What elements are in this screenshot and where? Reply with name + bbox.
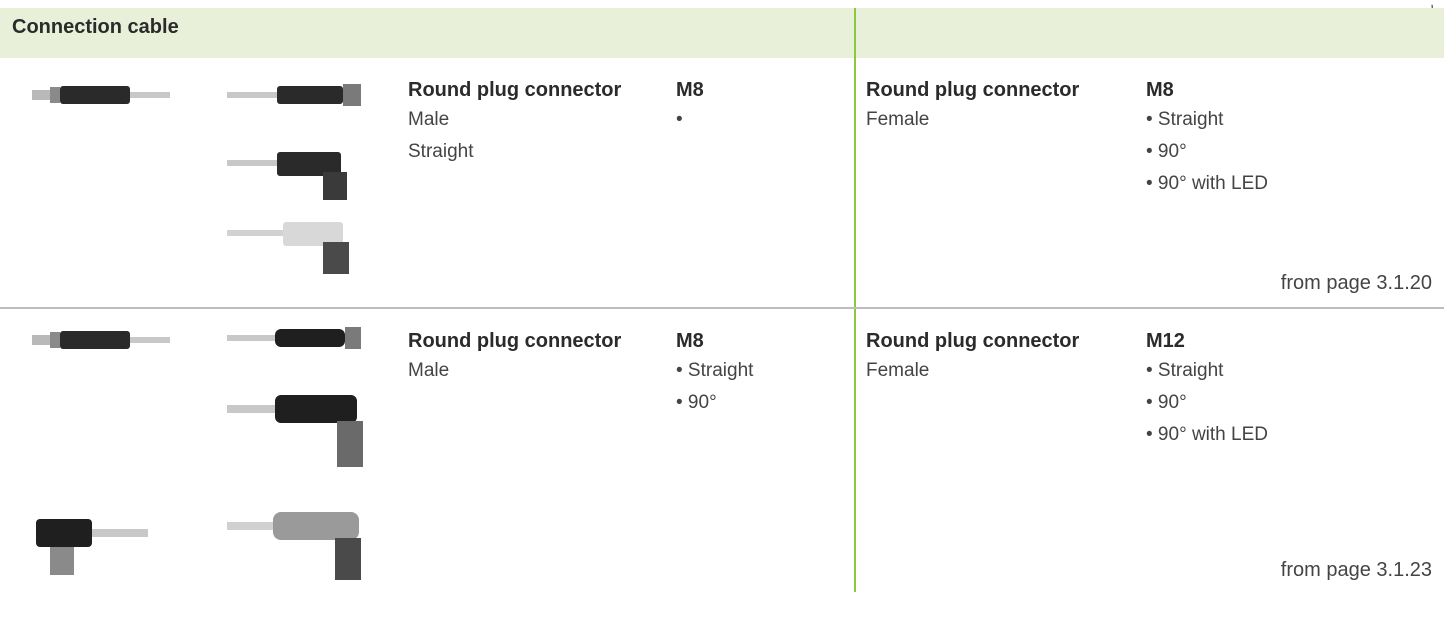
right-option: • 90° xyxy=(1146,141,1187,162)
cable-image-female-straight xyxy=(227,321,363,355)
left-size: M8 • xyxy=(676,76,704,136)
cable-image-female-90-led xyxy=(227,218,363,278)
left-heading: Round plug connector xyxy=(408,79,622,101)
section-title: Connection cable xyxy=(12,16,179,38)
right-size: M8 • Straight • 90° • 90° with LED xyxy=(1146,76,1268,200)
cable-image-female-straight xyxy=(227,80,363,110)
left-size-label: M8 xyxy=(676,330,704,352)
page-reference: from page 3.1.20 xyxy=(1280,272,1432,294)
right-option: • 90° xyxy=(1146,392,1187,413)
left-line: Male xyxy=(408,109,450,130)
section-header xyxy=(0,8,1444,58)
page-reference: from page 3.1.23 xyxy=(1280,559,1432,581)
right-option: • Straight xyxy=(1146,360,1224,381)
row-separator xyxy=(0,307,1444,309)
left-description: Round plug connector Male xyxy=(408,327,621,387)
left-size: M8 • Straight • 90° xyxy=(676,327,753,419)
cable-image-female-90-led xyxy=(227,504,363,586)
left-option: • Straight xyxy=(676,360,754,381)
left-description: Round plug connector Male Straight xyxy=(408,76,621,168)
left-option: • 90° xyxy=(676,392,717,413)
cable-image-female-90 xyxy=(227,387,363,473)
corner-mark: ر xyxy=(1426,0,1434,13)
right-description: Round plug connector Female xyxy=(866,76,1079,136)
left-size-label: M8 xyxy=(676,79,704,101)
right-line: Female xyxy=(866,109,930,130)
cable-image-female-90 xyxy=(227,148,363,204)
cable-image-male-straight xyxy=(32,326,170,354)
right-option: • 90° with LED xyxy=(1146,424,1268,445)
right-size-label: M8 xyxy=(1146,79,1174,101)
right-heading: Round plug connector xyxy=(866,79,1080,101)
product-row-2: Round plug connector Male M8 • Straight … xyxy=(0,309,1444,592)
right-description: Round plug connector Female xyxy=(866,327,1079,387)
left-option: • xyxy=(676,109,683,130)
left-line: Straight xyxy=(408,141,474,162)
right-option: • Straight xyxy=(1146,109,1224,130)
right-size-label: M12 xyxy=(1146,330,1185,352)
cable-image-male-straight xyxy=(32,81,170,109)
product-row-1: Round plug connector Male Straight M8 • … xyxy=(0,58,1444,307)
cable-image-male-90 xyxy=(36,511,148,577)
column-divider xyxy=(854,8,856,592)
right-line: Female xyxy=(866,360,930,381)
left-line: Male xyxy=(408,360,450,381)
left-heading: Round plug connector xyxy=(408,330,622,352)
right-size: M12 • Straight • 90° • 90° with LED xyxy=(1146,327,1268,451)
right-option: • 90° with LED xyxy=(1146,173,1268,194)
right-heading: Round plug connector xyxy=(866,330,1080,352)
